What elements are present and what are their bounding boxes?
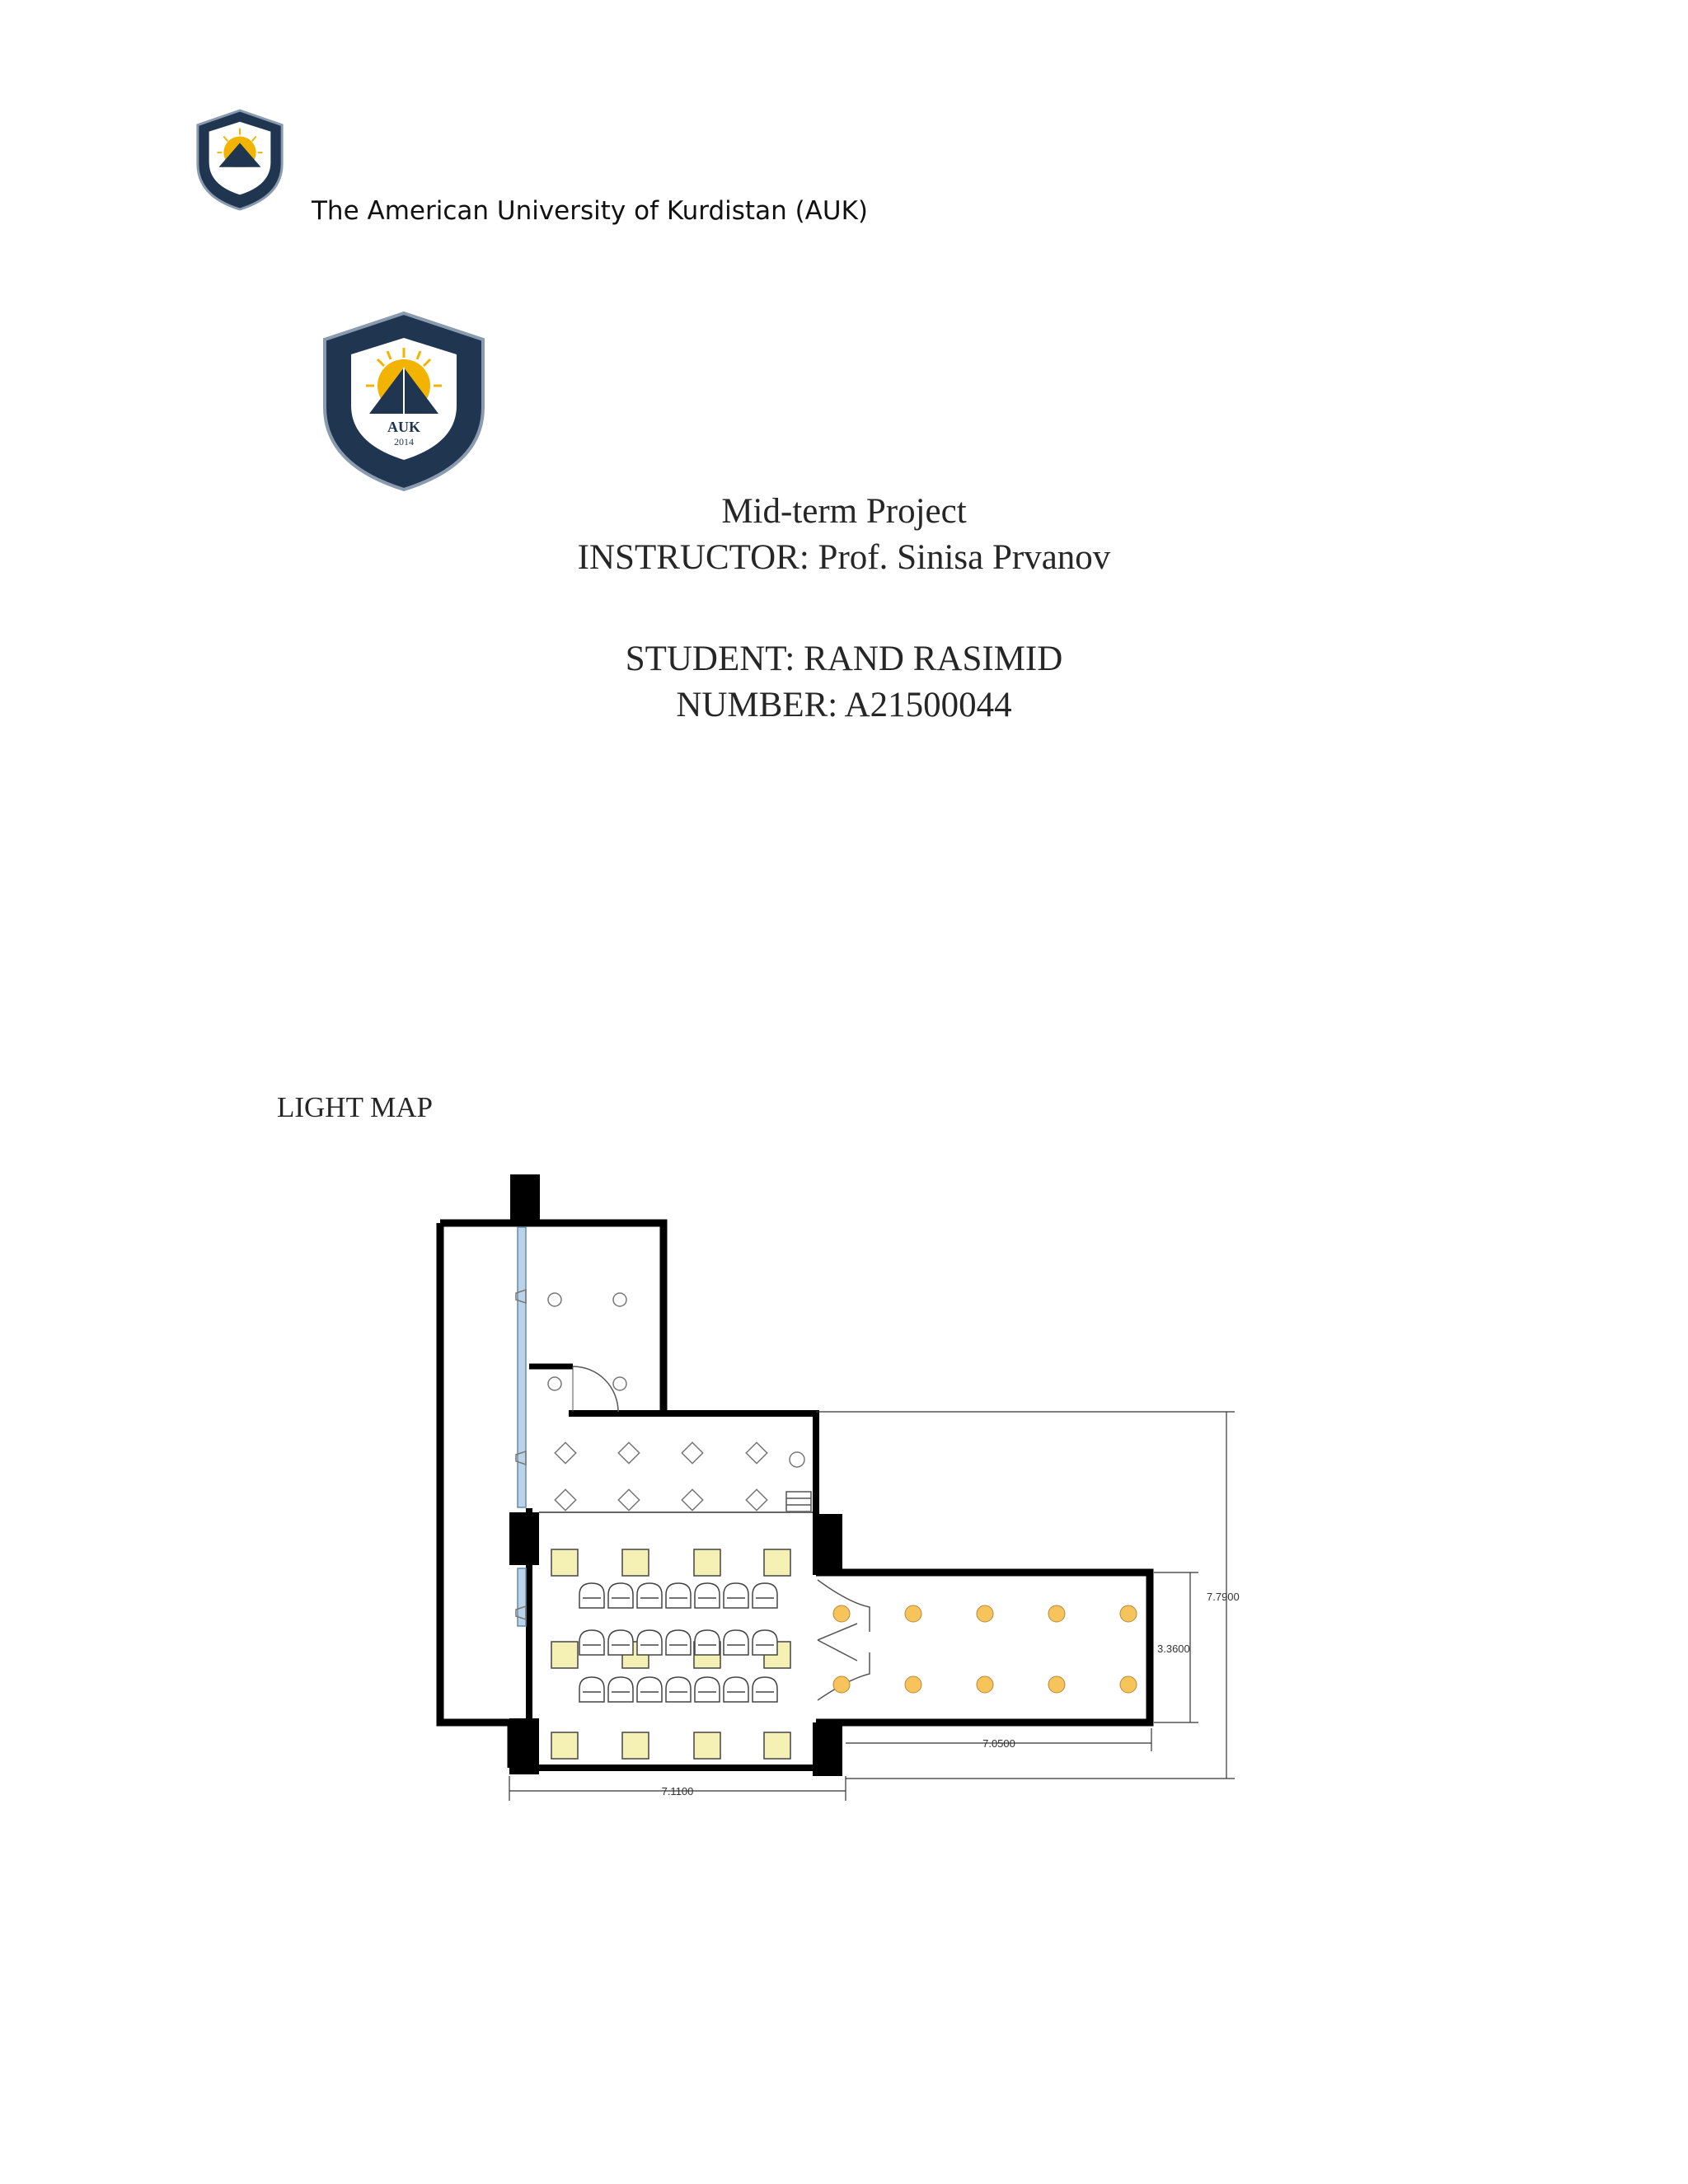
instructor-line: INSTRUCTOR: Prof. Sinisa Prvanov — [577, 538, 1111, 577]
seat — [636, 1629, 663, 1656]
seat — [665, 1629, 692, 1656]
wall-west-outer — [436, 1223, 511, 1727]
corridor-door-leaves — [817, 1623, 858, 1661]
seat — [607, 1676, 634, 1703]
seat — [694, 1582, 720, 1609]
seat — [752, 1582, 778, 1609]
seat — [665, 1582, 692, 1609]
column-north — [510, 1174, 540, 1224]
seat — [723, 1582, 749, 1609]
seal-abbr: AUK — [387, 419, 420, 435]
wall-corridor — [816, 1568, 1154, 1727]
small-university-seal — [191, 107, 288, 213]
dimension-lines — [509, 1411, 1235, 1801]
wall-middle-north — [569, 1410, 819, 1516]
seat — [607, 1582, 634, 1609]
column-west — [509, 1512, 539, 1565]
seal-year: 2014 — [394, 436, 414, 448]
column-corridor-north — [813, 1514, 842, 1575]
number-line: NUMBER: A21500044 — [676, 686, 1012, 724]
dim-corridor-width: 3.3600 — [1157, 1643, 1190, 1655]
title-block: Mid-term Project INSTRUCTOR: Prof. Sinis… — [0, 489, 1688, 581]
dim-corridor-length: 7.0500 — [982, 1737, 1015, 1750]
seat — [579, 1629, 605, 1656]
large-university-seal: AUK 2014 — [320, 310, 488, 493]
door-swing — [572, 1366, 619, 1413]
institution-name: The American University of Kurdistan (AU… — [312, 196, 868, 226]
column-corridor-south — [813, 1722, 842, 1776]
diamond-fixtures — [554, 1441, 768, 1511]
seat — [579, 1582, 605, 1609]
student-line: STUDENT: RAND RASIMID — [625, 640, 1063, 678]
seat — [665, 1676, 692, 1703]
seal-graphic — [196, 109, 284, 211]
light-map-heading: LIGHT MAP — [277, 1091, 433, 1123]
light-map-floorplan: 7.1100 7.0500 3.3600 7.7900 — [429, 1174, 1253, 1813]
seat — [636, 1676, 663, 1703]
seat — [579, 1676, 605, 1703]
seat — [607, 1629, 634, 1656]
corridor-lights — [832, 1605, 1137, 1694]
window-strip-lower — [517, 1568, 527, 1627]
seat — [636, 1582, 663, 1609]
column-southwest — [509, 1718, 539, 1774]
seat — [752, 1629, 778, 1656]
large-seal-graphic: AUK 2014 — [323, 311, 485, 492]
seat — [694, 1676, 720, 1703]
dim-overall-height: 7.7900 — [1207, 1591, 1240, 1603]
north-room-downlights — [547, 1292, 805, 1468]
seat — [752, 1676, 778, 1703]
steps — [785, 1491, 812, 1512]
floorplan-drawing: 7.1100 7.0500 3.3600 7.7900 — [436, 1174, 1240, 1801]
dim-bottom-width: 7.1100 — [662, 1785, 694, 1797]
seat — [694, 1629, 720, 1656]
wall-sconces — [515, 1288, 527, 1621]
seat — [723, 1629, 749, 1656]
seat — [723, 1676, 749, 1703]
student-block: STUDENT: RAND RASIMID NUMBER: A21500044 — [0, 636, 1688, 729]
project-title: Mid-term Project — [721, 492, 967, 531]
window-strip-upper — [517, 1226, 527, 1508]
classroom-seats — [579, 1582, 778, 1703]
